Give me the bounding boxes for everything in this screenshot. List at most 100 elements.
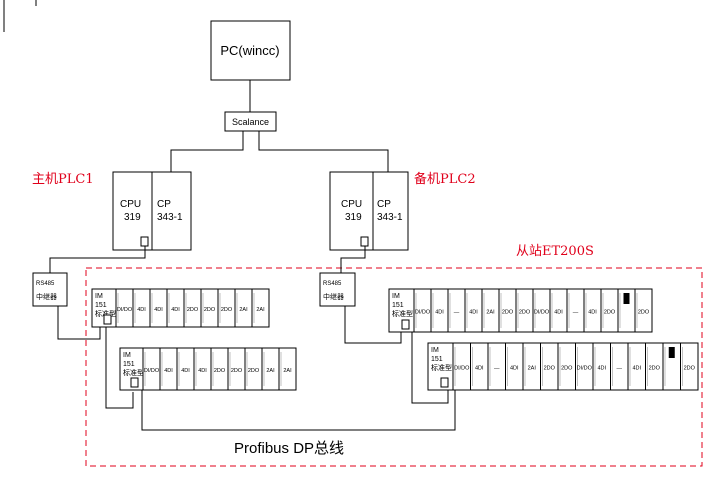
plc2-cpu-model: 319 — [345, 212, 362, 223]
im151-dp-port-icon — [130, 377, 139, 388]
io-module-label: 2DO — [649, 366, 661, 372]
switch-plc1-link — [170, 131, 244, 172]
im151-label: IM — [392, 293, 400, 300]
io-module-label: 2DO — [638, 310, 650, 316]
io-module-label: 2DO — [187, 307, 199, 313]
rs485-right-box — [319, 272, 356, 307]
plc1: CPU 319 CP 343-1 — [112, 171, 192, 251]
im151-label: 151 — [392, 302, 404, 309]
plc1-cp-model: 343-1 — [157, 212, 183, 223]
rs485-left-label: RS485 — [36, 281, 55, 287]
plc1-dp-port-icon — [140, 236, 149, 247]
plc2-rs485-link — [340, 246, 366, 273]
im151-label: 标准型 — [392, 309, 413, 318]
io-module-label: 4DI — [181, 368, 190, 374]
rs485-left-sub: 中继器 — [36, 292, 57, 301]
io-module — [278, 347, 297, 391]
rs485-left-link-b — [105, 327, 134, 409]
scalance-switch: Scalance — [224, 111, 277, 132]
io-module-label: DI/DO — [454, 366, 470, 372]
im151-label: IM — [123, 352, 131, 359]
plc2-rack — [329, 171, 409, 251]
io-module — [680, 342, 699, 391]
io-module-label: 2DO — [502, 310, 514, 316]
plc2-cpu-label: CPU — [341, 199, 362, 210]
plc2: CPU 319 CP 343-1 — [329, 171, 409, 251]
im151-label: 标准型 — [95, 309, 116, 318]
im151-label: 标准型 — [431, 363, 452, 372]
plc2-label: 备机PLC2 — [414, 171, 476, 187]
im151-dp-port-icon — [103, 314, 112, 325]
rs485-left-link-a — [57, 306, 101, 340]
plc1-cpu-label: CPU — [120, 199, 141, 210]
rs485-left-box — [32, 272, 68, 307]
io-module-label: 2DO — [214, 368, 226, 374]
im151-dp-port-icon — [401, 319, 410, 330]
pc-box — [210, 20, 291, 81]
bus-label: Profibus DP总线 — [234, 440, 344, 457]
io-module-label: 2AI — [283, 368, 292, 374]
io-module-label: — — [573, 310, 579, 316]
plc2-cp-label: CP — [377, 199, 391, 210]
pc-node: PC(wincc) — [210, 20, 291, 81]
slave-region-border — [85, 267, 703, 467]
io-module-label: 4DI — [510, 366, 519, 372]
io-module-label: 2DO — [604, 310, 616, 316]
io-module-label: 2DO — [221, 307, 233, 313]
io-module-label: 4DI — [164, 368, 173, 374]
io-module-label: DI/DO — [415, 310, 431, 316]
slave-label: 从站ET200S — [516, 244, 594, 259]
io-module-label: 2DO — [544, 366, 556, 372]
im151-label: 151 — [95, 302, 107, 309]
pc-label: PC(wincc) — [220, 43, 279, 58]
io-module-label: 2AI — [256, 307, 265, 313]
io-module-label: 4DI — [597, 366, 606, 372]
rs485-right-sub: 中继器 — [323, 292, 344, 301]
io-module-label: 4DI — [469, 310, 478, 316]
io-module-label: 4DI — [588, 310, 597, 316]
io-module-label: 2DO — [204, 307, 216, 313]
switch-plc2-link — [258, 131, 389, 172]
io-module-label: 4DI — [435, 310, 444, 316]
io-module-label: 4DI — [475, 366, 484, 372]
io-module-label: — — [454, 310, 460, 316]
io-module-label: DI/DO — [534, 310, 550, 316]
io-module-label: 4DI — [554, 310, 563, 316]
plc2-cp-model: 343-1 — [377, 212, 403, 223]
rs485-repeater-right: RS485 中继器 — [319, 272, 356, 307]
io-module-label: — — [617, 366, 623, 372]
io-module-label: 2DO — [519, 310, 531, 316]
io-module-label: — — [494, 366, 500, 372]
io-module-label: DI/DO — [577, 366, 593, 372]
plc2-dp-port-icon — [360, 236, 369, 247]
io-module-label: 4DI — [198, 368, 207, 374]
switch-label: Scalance — [232, 117, 269, 127]
module-indicator — [623, 293, 630, 304]
im151-label: IM — [431, 347, 439, 354]
io-module-label: 2DO — [684, 366, 696, 372]
io-module-label: 4DI — [171, 307, 180, 313]
io-module-label: 2AI — [486, 310, 495, 316]
io-module-label: 2AI — [239, 307, 248, 313]
io-module-label: DI/DO — [117, 307, 133, 313]
im151-label: 151 — [123, 361, 135, 368]
io-module-label: 4DI — [137, 307, 146, 313]
io-module-label: 2DO — [248, 368, 260, 374]
rs485-right-link-a — [344, 306, 402, 344]
io-module-label: 2AI — [528, 366, 537, 372]
rs485-repeater-left: RS485 中继器 — [32, 272, 68, 307]
im151-label: 151 — [431, 356, 443, 363]
io-module-label: DI/DO — [144, 368, 160, 374]
switch-box — [224, 111, 277, 132]
io-module — [634, 288, 653, 333]
io-module-label: 2AI — [266, 368, 275, 374]
io-module-label: 4DI — [632, 366, 641, 372]
profibus-dp-line — [141, 390, 456, 431]
io-module-label: 2DO — [561, 366, 573, 372]
plc1-rs485-link — [49, 246, 146, 273]
module-indicator — [668, 347, 675, 358]
